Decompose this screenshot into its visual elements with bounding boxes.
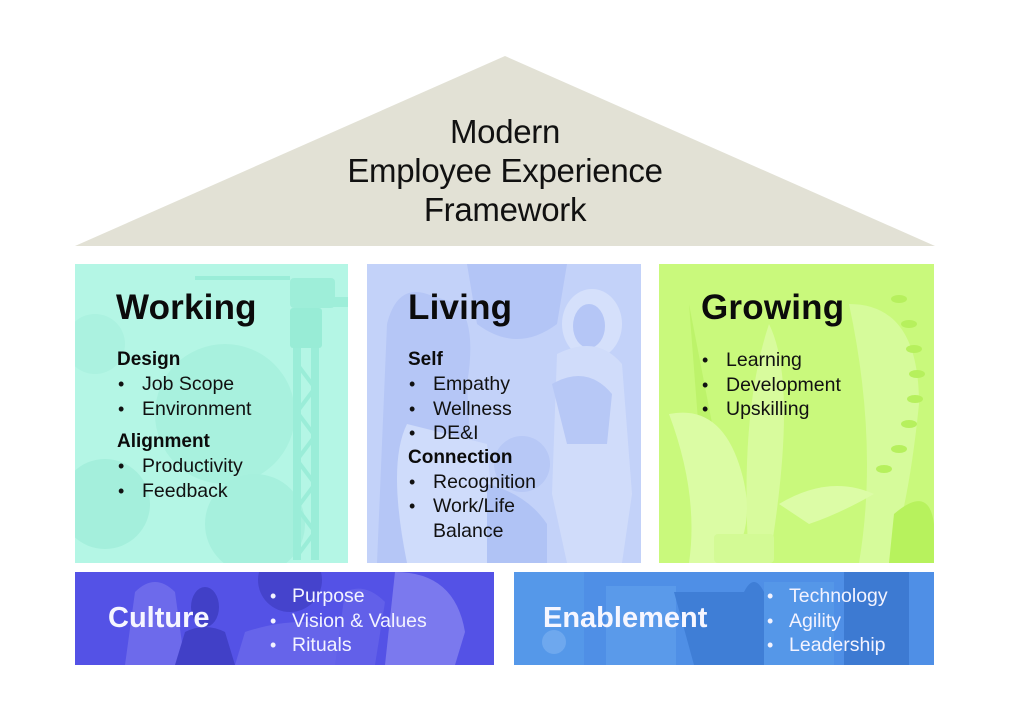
list-item: Environment [117,397,251,422]
list-item: Technology [766,584,888,609]
pillar-working: Working Design Job Scope Environment Ali… [75,264,348,563]
list-item: Learning [701,348,841,373]
plants-illustration-icon [669,295,934,563]
group-alignment: Alignment Productivity Feedback [117,430,251,503]
group-connection: Connection Recognition Work/Life Balance [408,446,578,544]
group-label: Design [117,349,181,370]
group-self: Self Empathy Wellness DE&I [408,348,578,446]
group-growing: Learning Development Upskilling [701,348,841,422]
list-item: Upskilling [701,397,841,422]
pillar-growing: Growing Learning Development Upskilling [659,264,934,563]
foundation-title: Culture [108,602,210,634]
list-item: Feedback [117,479,251,504]
list-item: Productivity [117,454,251,479]
list-item: Recognition [408,470,578,495]
framework-roof: Modern Employee Experience Framework [0,0,1024,260]
roof-triangle-shape [75,56,935,246]
pillar-title: Working [116,288,257,327]
list-item: Empathy [408,372,578,397]
list-item: Development [701,373,841,398]
foundation-enablement: Enablement Technology Agility Leadership [514,572,934,665]
list-item: Purpose [269,584,427,609]
list-item: Leadership [766,633,888,658]
pillar-title: Growing [701,288,845,327]
list-item: DE&I [408,421,578,446]
pillar-living: Living Self Empathy Wellness DE&I Connec… [367,264,641,563]
list-item: Wellness [408,397,578,422]
list-item: Vision & Values [269,609,427,634]
list-item: Work/Life Balance [408,494,548,543]
group-design: Design Job Scope Environment [117,348,251,421]
framework-title: Modern Employee Experience Framework [255,112,755,229]
pillar-title: Living [408,288,513,327]
foundation-culture: Culture Purpose Vision & Values Rituals [75,572,494,665]
group-label: Alignment [117,431,210,452]
list-item: Job Scope [117,372,251,397]
group-label: Connection [408,446,513,468]
foundation-title: Enablement [543,602,708,634]
title-line-2: Employee Experience [347,152,663,189]
title-line-3: Framework [423,191,587,228]
group-label: Self [408,349,443,370]
title-line-1: Modern [449,113,561,150]
list-item: Agility [766,609,888,634]
list-item: Rituals [269,633,427,658]
